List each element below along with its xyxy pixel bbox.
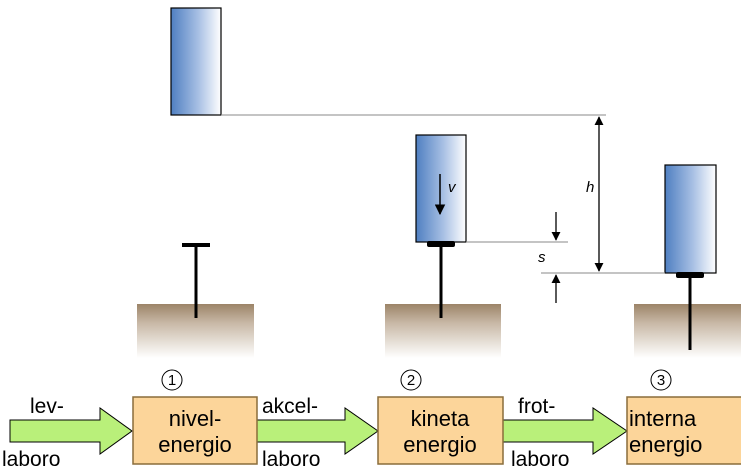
box1-line1: nivel- <box>169 406 222 431</box>
svg-text:1: 1 <box>168 372 176 389</box>
energy-box-2 <box>377 396 504 465</box>
stage-number-3: 3 <box>650 369 672 391</box>
box3-line2: energio <box>629 432 702 457</box>
box1-line2: energio <box>158 432 231 457</box>
transfer1-top: lev- <box>30 395 64 418</box>
energy-box-3 <box>626 396 741 465</box>
transfer-arrow-1 <box>9 407 133 455</box>
stage-number-1: 1 <box>161 369 183 391</box>
svg-text:2: 2 <box>407 372 415 389</box>
weight-falling <box>415 134 467 243</box>
stake-2 <box>427 241 455 318</box>
transfer2-top: akcel- <box>262 395 318 418</box>
stake-1 <box>182 243 210 318</box>
transfer1-bottom: laboro <box>2 448 60 468</box>
box2-line1: kineta <box>411 406 470 431</box>
stake-3 <box>676 272 704 350</box>
svg-text:3: 3 <box>657 372 665 389</box>
weight-landed <box>664 164 717 274</box>
ground-2 <box>385 304 501 358</box>
weight-raised <box>170 7 222 116</box>
h-label: h <box>586 179 594 196</box>
transfer3-bottom: laboro <box>511 448 569 468</box>
box3-line1: interna <box>629 406 697 431</box>
v-label: v <box>448 179 457 196</box>
transfer-arrow-3 <box>502 407 628 455</box>
ground-3 <box>634 304 741 358</box>
transfer2-bottom: laboro <box>262 448 320 468</box>
transfer3-top: frot- <box>518 395 555 418</box>
transfer-arrow-2 <box>255 407 379 455</box>
box2-line2: energio <box>403 432 476 457</box>
stage-number-2: 2 <box>400 369 422 391</box>
energy-box-1 <box>132 396 258 465</box>
s-label: s <box>538 249 546 266</box>
